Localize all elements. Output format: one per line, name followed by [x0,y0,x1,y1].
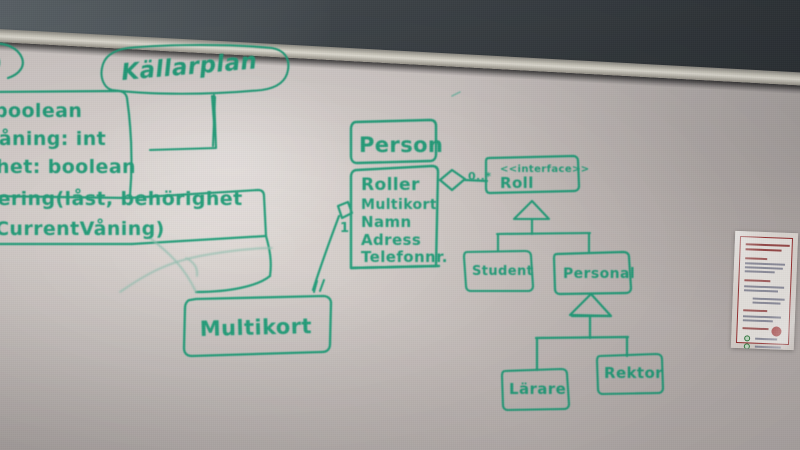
left-class-attr-3: ghet: boolean [0,156,136,178]
roll-name-label: Roll [500,174,534,192]
multikort-multiplicity-ticks [313,279,325,293]
person-attr-4: Telefonnr. [361,248,448,266]
person-multikort-composition-diamond [311,200,354,292]
person-multikort-multiplicity: 1 [340,221,349,236]
student-box [462,249,535,293]
rektor-label: Rektor [604,364,663,382]
left-class-box [0,42,272,294]
wall-poster [730,230,799,351]
personal-box [552,250,633,296]
person-attr-1: Multikort [361,197,437,213]
left-class-attr-1: boolean [0,100,82,122]
kallarplan-connector [148,93,218,152]
kallarplan-box [100,43,290,95]
kallarplan-right-bracket [211,95,215,125]
student-label: Student [472,264,533,279]
erased-guide-lines [119,237,273,293]
person-class-box [349,118,441,270]
left-class-method-0: ifering(låst, behörighet [0,186,243,210]
larare-box [500,367,571,412]
left-class-attr-2: våning: int [0,126,106,150]
person-roll-composition-diamond [438,168,489,192]
poster-lamination-glare [730,230,799,351]
roll-stereotype-label: <<interface>> [500,164,590,175]
roll-generalization [495,199,592,254]
person-name-label: Person [359,133,443,157]
stray-mark [451,91,461,97]
person-attr-0: Roller [361,175,420,195]
person-attr-3: Adress [361,231,421,249]
person-roll-multiplicity: 0..* [468,170,491,183]
multikort-box [182,294,333,358]
person-attr-2: Namn [361,213,412,231]
left-class-attr-0: ) [0,53,2,73]
kallarplan-label: Källarplan [120,48,258,86]
multikort-label: Multikort [200,314,313,341]
roll-interface-box [484,154,581,195]
left-class-method-1: (CurrentVåning) [0,216,165,240]
personal-label: Personal [563,266,635,282]
larare-label: Lärare [509,380,566,398]
personal-generalization [534,292,630,372]
rektor-box [595,352,665,396]
